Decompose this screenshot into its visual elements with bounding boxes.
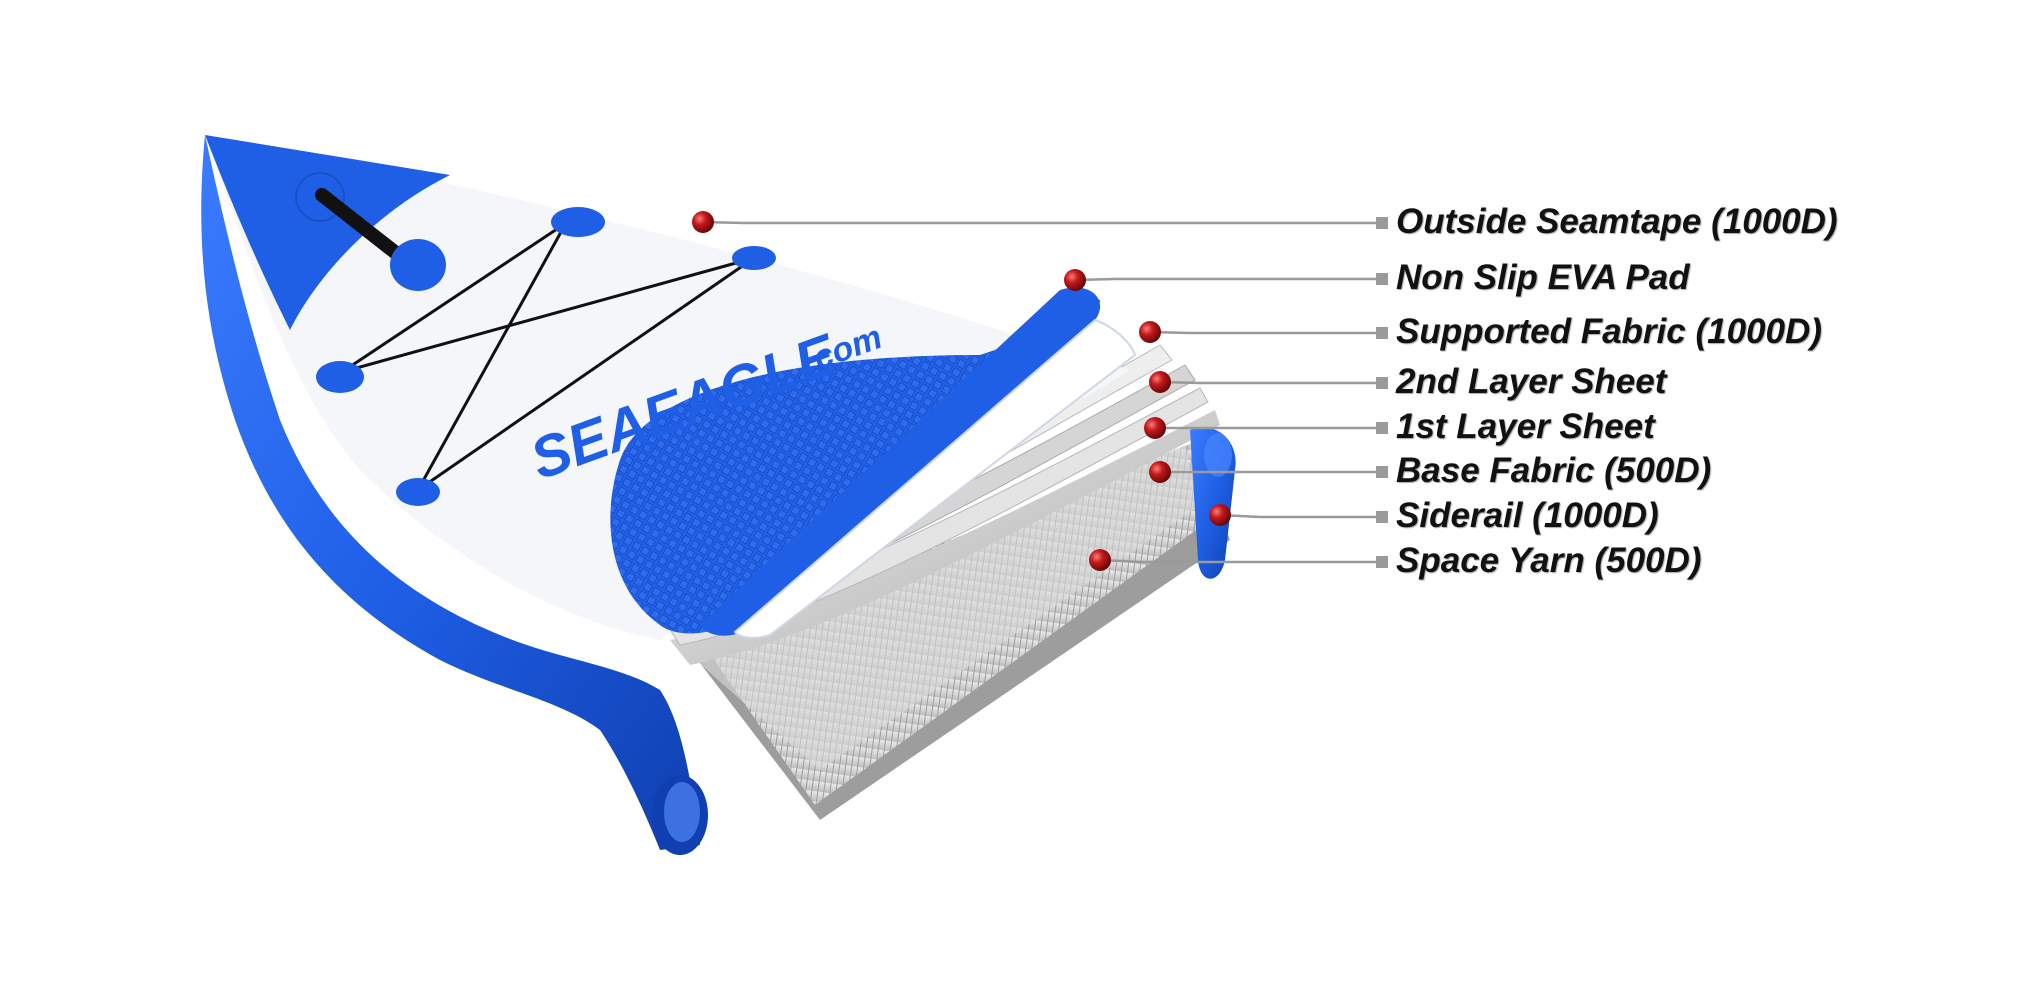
callout-marker bbox=[1089, 549, 1111, 571]
bungee-cords bbox=[316, 207, 776, 506]
callout-leader-line bbox=[1074, 277, 1376, 282]
callout-leader-line bbox=[1159, 380, 1376, 385]
callout-marker bbox=[1209, 504, 1231, 526]
callout-label: Outside Seamtape (1000D) bbox=[1396, 202, 1838, 241]
siderail-tube bbox=[201, 135, 708, 855]
callout-leader-line bbox=[1099, 558, 1376, 564]
callout-end-square bbox=[1376, 217, 1388, 229]
callout-label: Siderail (1000D) bbox=[1396, 496, 1659, 535]
callout-leaders bbox=[692, 211, 1388, 571]
carry-handle bbox=[295, 172, 446, 291]
callout-leader-line bbox=[702, 220, 1376, 225]
callout-marker bbox=[1064, 269, 1086, 291]
callout-label: Space Yarn (500D) bbox=[1396, 541, 1702, 580]
callout-label: Non Slip EVA Pad bbox=[1396, 258, 1690, 297]
callout-label: Supported Fabric (1000D) bbox=[1396, 312, 1822, 351]
siderail-end bbox=[1190, 427, 1236, 579]
callout-end-square bbox=[1376, 511, 1388, 523]
callout-end-square bbox=[1376, 273, 1388, 285]
callout-label: 1st Layer Sheet bbox=[1396, 407, 1655, 446]
callout-end-square bbox=[1376, 422, 1388, 434]
callout-marker bbox=[1149, 461, 1171, 483]
callout-marker bbox=[692, 211, 714, 233]
callout-label: 2nd Layer Sheet bbox=[1396, 362, 1667, 401]
callout-marker bbox=[1139, 321, 1161, 343]
callout-leader-line bbox=[1219, 513, 1376, 519]
callout-end-square bbox=[1376, 377, 1388, 389]
eva-pad bbox=[610, 287, 1137, 639]
callout-marker bbox=[1144, 417, 1166, 439]
callout-end-square bbox=[1376, 466, 1388, 478]
callout-marker bbox=[1149, 371, 1171, 393]
callout-end-square bbox=[1376, 327, 1388, 339]
callout-leader-line bbox=[1149, 330, 1376, 335]
callout-label: Base Fabric (500D) bbox=[1396, 451, 1712, 490]
callout-end-square bbox=[1376, 556, 1388, 568]
